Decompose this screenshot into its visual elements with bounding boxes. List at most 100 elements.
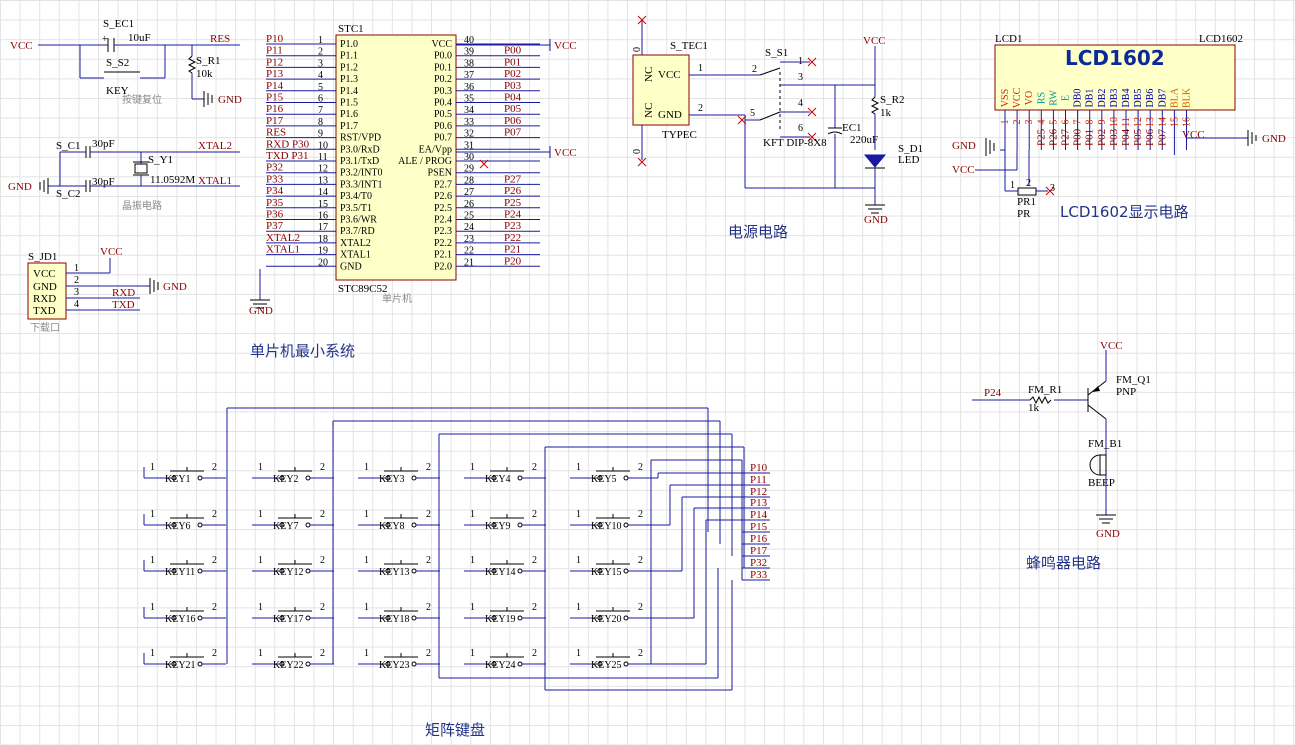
power-sw-pin-5: 5 bbox=[750, 108, 755, 119]
mcu-right-pin-label: P0.4 bbox=[434, 98, 452, 109]
mcu-part: STC89C52 bbox=[338, 283, 388, 295]
keypad-key-label: KEY19 bbox=[485, 614, 516, 625]
mcu-left-pins: P1.01P10P1.12P11P1.23P12P1.34P13P1.45P14… bbox=[266, 33, 383, 272]
power-res-value: 1k bbox=[880, 107, 892, 119]
mcu-left-pin-label: P3.5/T1 bbox=[340, 203, 372, 214]
mcu-right-pin-number: 22 bbox=[464, 246, 474, 257]
mcu-right-pin-label: P0.7 bbox=[434, 133, 452, 144]
lcd-pin-number: 4 bbox=[1036, 120, 1047, 125]
power-sw-pin-6: 6 bbox=[798, 123, 803, 134]
keypad-key-pin2: 2 bbox=[426, 509, 431, 520]
lcd-net-label: P26 bbox=[1047, 128, 1059, 146]
mcu-left-pin-label: P1.4 bbox=[340, 86, 358, 97]
lcd-vcc-label: VCC bbox=[952, 164, 975, 176]
buzzer-q-type: PNP bbox=[1116, 386, 1136, 398]
keypad-wires bbox=[143, 407, 770, 691]
lcd-pin-label: DB6 bbox=[1145, 89, 1156, 108]
keypad-key-pin1: 1 bbox=[470, 462, 475, 473]
crystal-c1-value: 30pF bbox=[92, 138, 115, 150]
keypad-key-pin1: 1 bbox=[576, 648, 581, 659]
mcu-left-pin-label: P3.6/WR bbox=[340, 215, 377, 226]
keypad-key-pin1: 1 bbox=[470, 648, 475, 659]
keypad-key-pin1: 1 bbox=[150, 648, 155, 659]
reset-net-label: RES bbox=[210, 33, 230, 45]
power-led-name: LED bbox=[898, 154, 919, 166]
download-vcc-label: VCC bbox=[100, 246, 123, 258]
download-pin-4: TXD bbox=[33, 305, 56, 317]
mcu-left-pin-number: 17 bbox=[318, 222, 328, 233]
mcu-left-net-label: P13 bbox=[266, 68, 284, 80]
keypad-net-label: P12 bbox=[750, 486, 767, 498]
lcd-pin-label: VSS bbox=[1000, 89, 1011, 107]
keypad-key-pin2: 2 bbox=[638, 555, 643, 566]
mcu-right-pin-number: 27 bbox=[464, 187, 474, 198]
mcu-left-pin-label: P3.7/RD bbox=[340, 226, 375, 237]
mcu-right-net-label: P02 bbox=[504, 68, 521, 80]
keypad-key-pin2: 2 bbox=[320, 509, 325, 520]
mcu-left-pin-label: P3.2/INT0 bbox=[340, 168, 383, 179]
mcu-right-pin-number: 36 bbox=[464, 82, 474, 93]
mcu-left-pin-number: 9 bbox=[318, 129, 323, 140]
buzzer-gnd-label: GND bbox=[1096, 528, 1120, 540]
svg-text:0: 0 bbox=[632, 47, 643, 52]
keypad-key-label: KEY18 bbox=[379, 614, 410, 625]
mcu-left-net-label: P12 bbox=[266, 56, 283, 68]
keypad-key-pin1: 1 bbox=[150, 602, 155, 613]
power-sw-pin-2: 2 bbox=[752, 64, 757, 75]
download-caption: 下载口 bbox=[30, 322, 60, 334]
keypad-key-pin1: 1 bbox=[576, 555, 581, 566]
keypad-key-pin1: 1 bbox=[150, 462, 155, 473]
keypad-key-pin2: 2 bbox=[320, 602, 325, 613]
keypad-key-pin2: 2 bbox=[532, 648, 537, 659]
mcu-right-net-label: P20 bbox=[504, 255, 522, 267]
lcd-body bbox=[994, 44, 1236, 111]
buzzer-in-label: P24 bbox=[984, 387, 1002, 399]
lcd-pin-number: 12 bbox=[1133, 117, 1144, 127]
buzzer-vcc-label: VCC bbox=[1100, 340, 1123, 352]
lcd-title: LCD1602 bbox=[1065, 46, 1165, 70]
lcd-net-label: P03 bbox=[1108, 128, 1120, 146]
lcd-circuit: LCD1 LCD1602 LCD1602 VSS1VCC2VO3RS4P25RW… bbox=[952, 33, 1286, 221]
mcu-right-pin-label: P0.3 bbox=[434, 86, 452, 97]
section-title-power: 电源电路 bbox=[728, 223, 788, 241]
keypad-key-pin1: 1 bbox=[576, 602, 581, 613]
keypad-key-label: KEY17 bbox=[273, 614, 304, 625]
lcd-pin-number: 1 bbox=[1000, 120, 1011, 125]
buzzer-name: BEEP bbox=[1088, 477, 1115, 489]
keypad-key-label: KEY6 bbox=[165, 521, 191, 532]
buzzer-q-ref: FM_Q1 bbox=[1116, 374, 1151, 386]
power-nc-2: NC bbox=[643, 103, 655, 118]
keypad-key-label: KEY15 bbox=[591, 567, 622, 578]
mcu-body bbox=[335, 34, 457, 281]
lcd-pins: VSS1VCC2VO3RS4P25RW5P26E6P27DB07P00DB18P… bbox=[975, 87, 1257, 192]
mcu-left-pin-label: GND bbox=[340, 261, 362, 272]
keypad-key-pin1: 1 bbox=[364, 555, 369, 566]
power-nc-1: NC bbox=[643, 67, 655, 82]
power-cap-value: 220uF bbox=[850, 134, 878, 146]
lcd-pin-label: E bbox=[1061, 95, 1072, 101]
keypad-net-label: P15 bbox=[750, 521, 768, 533]
mcu-right-net-label: P00 bbox=[504, 45, 522, 57]
reset-res-ref: S_R1 bbox=[196, 55, 220, 67]
download-connector-body bbox=[27, 262, 67, 320]
mcu-right-pin-number: 34 bbox=[464, 105, 474, 116]
mcu-left-net-label: XTAL2 bbox=[266, 232, 300, 244]
mcu-left-pin-number: 8 bbox=[318, 117, 323, 128]
lcd-pot-pin-2: 2 bbox=[1026, 178, 1031, 189]
power-res-ref: S_R2 bbox=[880, 94, 904, 106]
crystal-gnd-label: GND bbox=[8, 181, 32, 193]
mcu-right-net-label: P25 bbox=[504, 197, 522, 209]
keypad-key-label: KEY9 bbox=[485, 521, 511, 532]
mcu-caption: 单片机 bbox=[382, 292, 412, 305]
lcd-pin-number: 14 bbox=[1157, 117, 1168, 127]
lcd-pin-number: 8 bbox=[1085, 120, 1096, 125]
mcu-left-pin-number: 12 bbox=[318, 164, 328, 175]
keypad-net-label: P14 bbox=[750, 509, 768, 521]
